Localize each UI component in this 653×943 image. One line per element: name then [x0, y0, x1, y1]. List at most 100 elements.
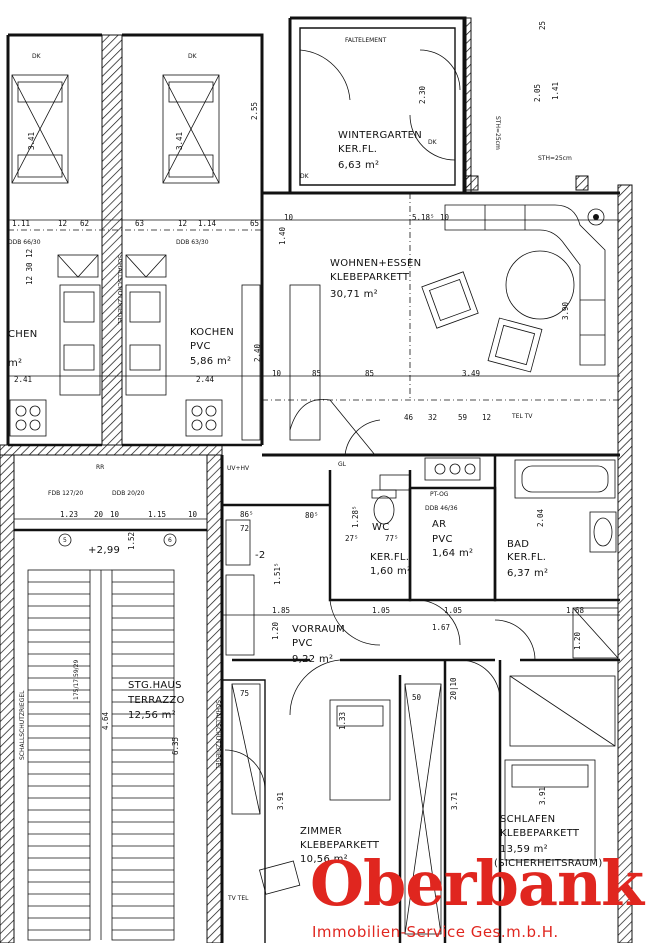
dim-151: 1.51⁵ [273, 562, 282, 585]
wall-zimmer-closet [222, 679, 266, 943]
dim-105a: 1.05 [372, 606, 390, 615]
dim-230: 2.30 [418, 85, 427, 104]
room-ar-area: 1,64 m² [432, 548, 473, 559]
label-pt-og: PT-OG [430, 491, 449, 498]
dim-123: 1.23 [60, 510, 78, 519]
dim-185: 1.85 [272, 606, 290, 615]
dim-25: 25 [538, 21, 547, 30]
wall-east [617, 184, 633, 943]
label-schacht-1: SCHALLSCHUTZRIEGEL [116, 255, 123, 325]
dim-12a: 12 [58, 219, 67, 228]
dim-240: 2.40 [253, 343, 262, 362]
dim-10a: 10 [284, 213, 294, 222]
room-schlafen-note: (SICHERHEITSRAUM) [494, 858, 603, 869]
dim-341b: 3.41 [175, 132, 184, 150]
dim-341a: 3.41 [27, 132, 36, 150]
left-apartment-furniture [8, 70, 321, 441]
dim-349: 3.49 [462, 369, 480, 378]
room-wohnen-area: 30,71 m² [330, 289, 378, 300]
staircase [27, 569, 175, 941]
dim-10e: 10 [188, 510, 198, 519]
label-tv-tel: TV TEL [227, 895, 249, 902]
dim-80: 80⁵ [305, 511, 319, 520]
dim-105b: 1.05 [444, 606, 462, 615]
dim-59: 59 [458, 413, 467, 422]
dim-10c: 10 [272, 369, 282, 378]
dim-244: 2.44 [196, 375, 215, 384]
dim-114: 1.14 [198, 219, 217, 228]
dim-10b: 10 [440, 213, 450, 222]
dim-63: 63 [135, 219, 144, 228]
label-ddb-127: FDB 127/20 [48, 490, 83, 497]
room-schlafen-name: SCHLAFEN [500, 814, 555, 825]
room-kochen-floor: PVC [190, 341, 211, 352]
dim-141: 1.41 [551, 82, 560, 100]
room-wohnen-floor: KLEBEPARKETT [330, 272, 410, 283]
room-stg-area: 12,56 m² [128, 710, 176, 721]
label-ddb-63: DDB 63/30 [176, 239, 209, 246]
label-sth-1: STH=25cm [538, 155, 572, 162]
label-tel-tv: TEL TV [511, 413, 533, 420]
wall-wintergarten-top [290, 16, 467, 193]
room-schlafen-area: 13,59 m² [500, 844, 548, 855]
room-bad-floor: KER.FL. [507, 552, 546, 563]
structural-walls [0, 17, 633, 943]
dim-120a: 1.20 [271, 621, 280, 640]
room-wc-name: WC [372, 522, 389, 533]
label-schacht-3: SCHALLSCHUTZRIEGEL [214, 700, 221, 770]
wall-north-left [8, 33, 264, 445]
dim-75: 75 [240, 689, 249, 698]
dim-167: 1.67 [432, 623, 450, 632]
room-schlafen-floor: KLEBEPARKETT [500, 828, 580, 839]
wall-stair-left [0, 454, 15, 943]
dim-391b: 3.91 [538, 787, 547, 805]
label-stair-5: 5 [63, 537, 67, 544]
dim-205: 2.05 [533, 84, 542, 102]
bathroom-fixtures [371, 457, 620, 659]
room-vorraum-name: VORRAUM [292, 624, 345, 635]
column-1 [465, 175, 479, 191]
dim-1230: 12 30 12 [25, 249, 34, 285]
label-sth-2: STH=25cm [494, 116, 501, 150]
label-stair-6: 6 [168, 537, 172, 544]
wall-shaft-left [101, 34, 123, 446]
wall-stair-top [0, 444, 223, 456]
room-ar-name: AR [432, 519, 446, 530]
fixture-labels: FALTELEMENT DK DK DK DK DDB 66/30 DDB 63… [8, 37, 572, 902]
label-rr: RR [96, 464, 104, 471]
label-dk-4: DK [300, 173, 310, 180]
dim-111: 1.11 [12, 219, 30, 228]
dimensions: 1.11 12 62 63 12 1.14 65 10 5.18⁵ 10 3.4… [8, 21, 620, 810]
dim-168: 1.68 [566, 606, 585, 615]
dim-20: 20 [94, 510, 104, 519]
dim-128: 1.28⁵ [351, 505, 360, 528]
label-ddb-46: DDB 46/36 [425, 505, 458, 512]
dim-255: 2.55 [250, 102, 259, 120]
main-walls [6, 16, 620, 943]
living-furniture [262, 193, 620, 401]
dim-133: 1.33 [338, 712, 347, 730]
label-dk-1: DK [32, 53, 42, 60]
room-wintergarten-area: 6,63 m² [338, 160, 379, 171]
label-stair-note: 175/17,59/29 [73, 660, 80, 700]
dim-371: 3.71 [450, 792, 459, 810]
logo-brand: Oberbank [310, 847, 646, 920]
room-kochen-area: 5,86 m² [190, 356, 231, 367]
room-wc-floor: KER.FL. [370, 552, 409, 563]
label-level-2: -2 [255, 550, 266, 561]
label-uv-hv: UV+HV [227, 465, 250, 472]
label-schacht-2: SCHALLSCHUTZRIEGEL [19, 690, 26, 760]
room-zimmer-floor: KLEBEPARKETT [300, 840, 380, 851]
dim-275: 27⁵ [345, 534, 359, 543]
label-gl: GL [338, 461, 347, 468]
dim-464: 4.64 [101, 711, 110, 730]
room-wohnen-name: WOHNEN+ESSEN [330, 258, 421, 269]
dim-635: 6.35 [171, 737, 180, 755]
room-vorraum-area: 9,22 m² [292, 654, 333, 665]
label-ddb-20: DDB 20/20 [112, 490, 145, 497]
dim-65: 65 [250, 219, 259, 228]
dim-12c: 12 [482, 413, 491, 422]
room-kochen-name: KOCHEN [190, 327, 234, 338]
label-level-1: +2,99 [88, 545, 120, 556]
